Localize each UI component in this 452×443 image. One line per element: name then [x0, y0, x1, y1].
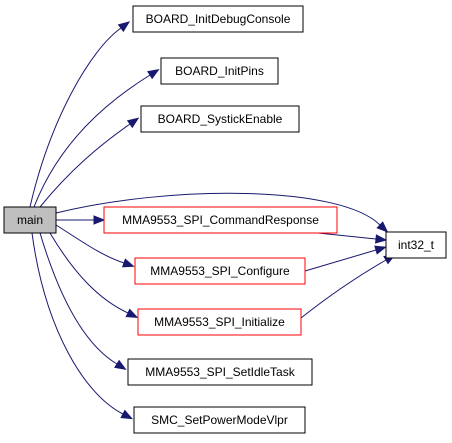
node-label-smc-setpowermodevlpr: SMC_SetPowerModeVlpr [151, 413, 288, 427]
edge-main-to-setidle [39, 232, 127, 370]
arrowhead-icon [114, 359, 127, 370]
node-label-mma9553-spi-commandresponse: MMA9553_SPI_CommandResponse [122, 213, 319, 227]
node-layer: main BOARD_InitDebugConsole BOARD_InitPi… [3, 5, 447, 434]
edge-line [49, 232, 129, 314]
arrowhead-icon [375, 234, 388, 244]
edge-line [304, 249, 377, 272]
node-mma9553-spi-setidletask[interactable]: MMA9553_SPI_SetIdleTask [127, 358, 313, 386]
edge-line [300, 259, 387, 319]
edge-main-to-cmdresp [56, 215, 106, 225]
edge-configure-to-int32 [304, 245, 387, 272]
edge-main-to-initdebug [29, 21, 131, 208]
edge-line [31, 232, 124, 415]
node-mma9553-spi-commandresponse[interactable]: MMA9553_SPI_CommandResponse [103, 206, 338, 234]
edge-main-to-configure [55, 224, 135, 268]
arrowhead-icon [120, 409, 134, 420]
arrowhead-icon [121, 258, 135, 268]
node-board-initdebugconsole[interactable]: BOARD_InitDebugConsole [132, 5, 304, 33]
edge-line [33, 74, 151, 208]
arrowhead-icon [374, 245, 387, 255]
node-int32-t[interactable]: int32_t [385, 231, 447, 259]
edge-layer [29, 21, 396, 420]
node-board-initpins[interactable]: BOARD_InitPins [160, 57, 279, 85]
edge-main-to-smc [31, 232, 134, 420]
node-label-mma9553-spi-configure: MMA9553_SPI_Configure [150, 264, 290, 278]
node-mma9553-spi-configure[interactable]: MMA9553_SPI_Configure [134, 257, 306, 285]
arrowhead-icon [93, 215, 106, 225]
node-label-main: main [17, 213, 43, 227]
arrowhead-icon [147, 68, 160, 80]
edge-line [55, 224, 125, 264]
node-label-board-initpins: BOARD_InitPins [175, 64, 264, 78]
node-label-int32-t: int32_t [398, 238, 435, 252]
edge-main-to-int32 [55, 192, 389, 233]
arrowhead-icon [126, 117, 140, 129]
arrowhead-icon [117, 21, 131, 33]
edge-line [39, 232, 118, 365]
edge-main-to-initialize [49, 232, 139, 318]
edge-main-to-systick [39, 117, 140, 208]
arrowhead-icon [125, 308, 139, 318]
edge-cmdresp-to-int32 [317, 232, 388, 244]
node-label-mma9553-spi-initialize: MMA9553_SPI_Initialize [154, 315, 285, 329]
node-smc-setpowermodevlpr[interactable]: SMC_SetPowerModeVlpr [133, 406, 306, 434]
edge-line [39, 123, 131, 208]
edge-line [317, 232, 377, 240]
node-board-systickenable[interactable]: BOARD_SystickEnable [140, 105, 300, 133]
node-label-mma9553-spi-setidletask: MMA9553_SPI_SetIdleTask [145, 365, 295, 379]
node-label-board-systickenable: BOARD_SystickEnable [158, 112, 283, 126]
edge-initialize-to-int32 [300, 254, 396, 319]
arrowhead-icon [376, 221, 389, 233]
edge-main-to-initpins [33, 68, 160, 208]
node-mma9553-spi-initialize[interactable]: MMA9553_SPI_Initialize [137, 308, 302, 336]
node-main[interactable]: main [3, 206, 57, 234]
edge-line [55, 192, 381, 226]
node-label-board-initdebugconsole: BOARD_InitDebugConsole [146, 12, 291, 26]
edge-line [29, 27, 122, 208]
